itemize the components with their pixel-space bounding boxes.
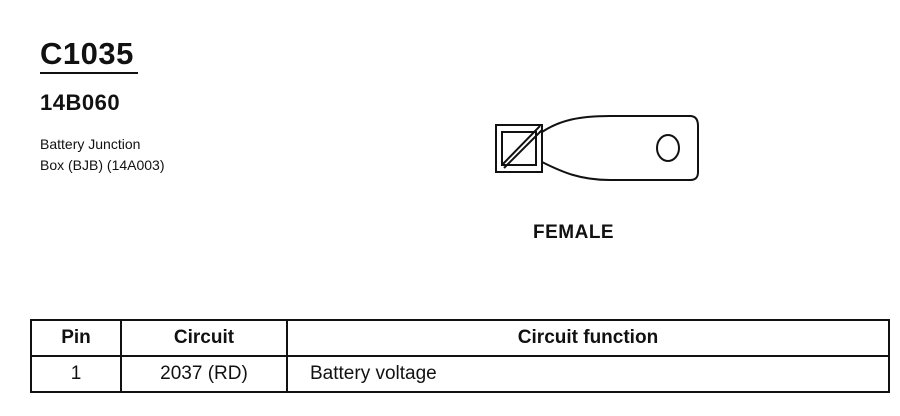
description-line-1: Battery Junction bbox=[40, 136, 141, 152]
connector-id: C1035 bbox=[40, 36, 134, 71]
part-number: 14B060 bbox=[40, 90, 121, 115]
terminal-crimp-inner bbox=[501, 131, 537, 166]
connector-id-underline bbox=[40, 72, 138, 74]
cell-circuit: 2037 (RD) bbox=[120, 355, 288, 393]
cell-pin: 1 bbox=[30, 355, 122, 393]
terminal-hole bbox=[656, 134, 680, 162]
description-line-2: Box (BJB) (14A003) bbox=[40, 157, 165, 173]
pin-table-header-row: Pin Circuit Circuit function bbox=[30, 319, 890, 357]
header-pin: Pin bbox=[30, 319, 122, 357]
terminal-gender-label: FEMALE bbox=[533, 222, 615, 243]
table-row: 1 2037 (RD) Battery voltage bbox=[30, 355, 890, 393]
pin-table: Pin Circuit Circuit function 1 2037 (RD)… bbox=[30, 319, 890, 393]
female-terminal-icon bbox=[495, 115, 699, 181]
terminal-blade bbox=[541, 115, 699, 181]
cell-circuit-function: Battery voltage bbox=[286, 355, 890, 393]
header-circuit: Circuit bbox=[120, 319, 288, 357]
header-circuit-function: Circuit function bbox=[286, 319, 890, 357]
